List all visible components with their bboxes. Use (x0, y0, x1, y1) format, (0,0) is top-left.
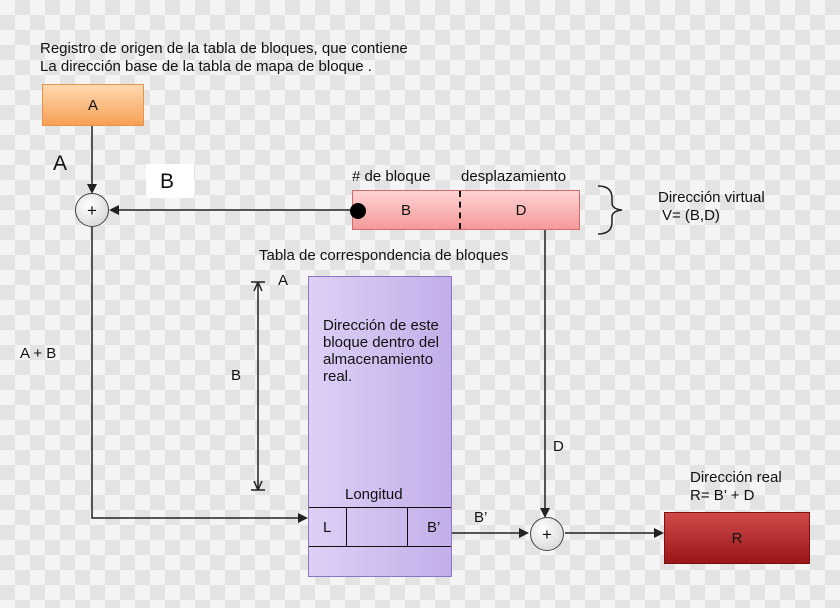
length-label: Longitud (345, 486, 403, 503)
block-cell: B (400, 201, 411, 219)
plus-icon: + (87, 200, 97, 220)
plus-icon: + (542, 524, 552, 544)
entry-divider-left (346, 508, 347, 546)
label-b: B (160, 170, 175, 193)
table-origin-label: A (278, 272, 289, 289)
field-separator (459, 191, 461, 229)
entry-divider-right (407, 508, 408, 546)
label-b-card (146, 164, 194, 198)
label-a-plus-b: A + B (20, 345, 57, 362)
virtual-address-box: B D (352, 190, 580, 230)
wire-adder-to-table (91, 227, 308, 523)
table-title: Tabla de correspondencia de bloques (259, 247, 509, 264)
adder-bottom: + (530, 517, 564, 551)
table-entry-row: L B’ (309, 507, 451, 547)
virtual-address-formula: V= (B,D) (662, 207, 720, 224)
real-address-formula: R= B’ + D (690, 487, 755, 504)
entry-length-cell: L (323, 518, 332, 536)
base-register-box: A (42, 84, 144, 126)
block-number-header: # de bloque (352, 168, 431, 185)
table-span-label: B (231, 367, 242, 384)
table-description: Dirección de este bloque dentro del alma… (323, 317, 439, 385)
real-address-title: Dirección real (690, 469, 782, 486)
wire-d-label: D (553, 438, 564, 455)
register-caption-line2: La dirección base de la tabla de mapa de… (40, 58, 372, 75)
virtual-address-title: Dirección virtual (658, 189, 765, 206)
block-output-dot (350, 203, 366, 219)
register-caption-line1: Registro de origen de la tabla de bloque… (40, 40, 408, 57)
adder-top: + (75, 193, 109, 227)
offset-header: desplazamiento (461, 168, 567, 185)
block-map-table: Dirección de este bloque dentro del alma… (308, 276, 452, 577)
real-address-box: R (664, 512, 810, 564)
wire-b-prime-label: B’ (474, 509, 488, 526)
entry-base-cell: B’ (427, 518, 441, 536)
brace-virtual-address (597, 185, 623, 235)
offset-cell: D (515, 201, 527, 219)
label-a: A (53, 152, 68, 175)
